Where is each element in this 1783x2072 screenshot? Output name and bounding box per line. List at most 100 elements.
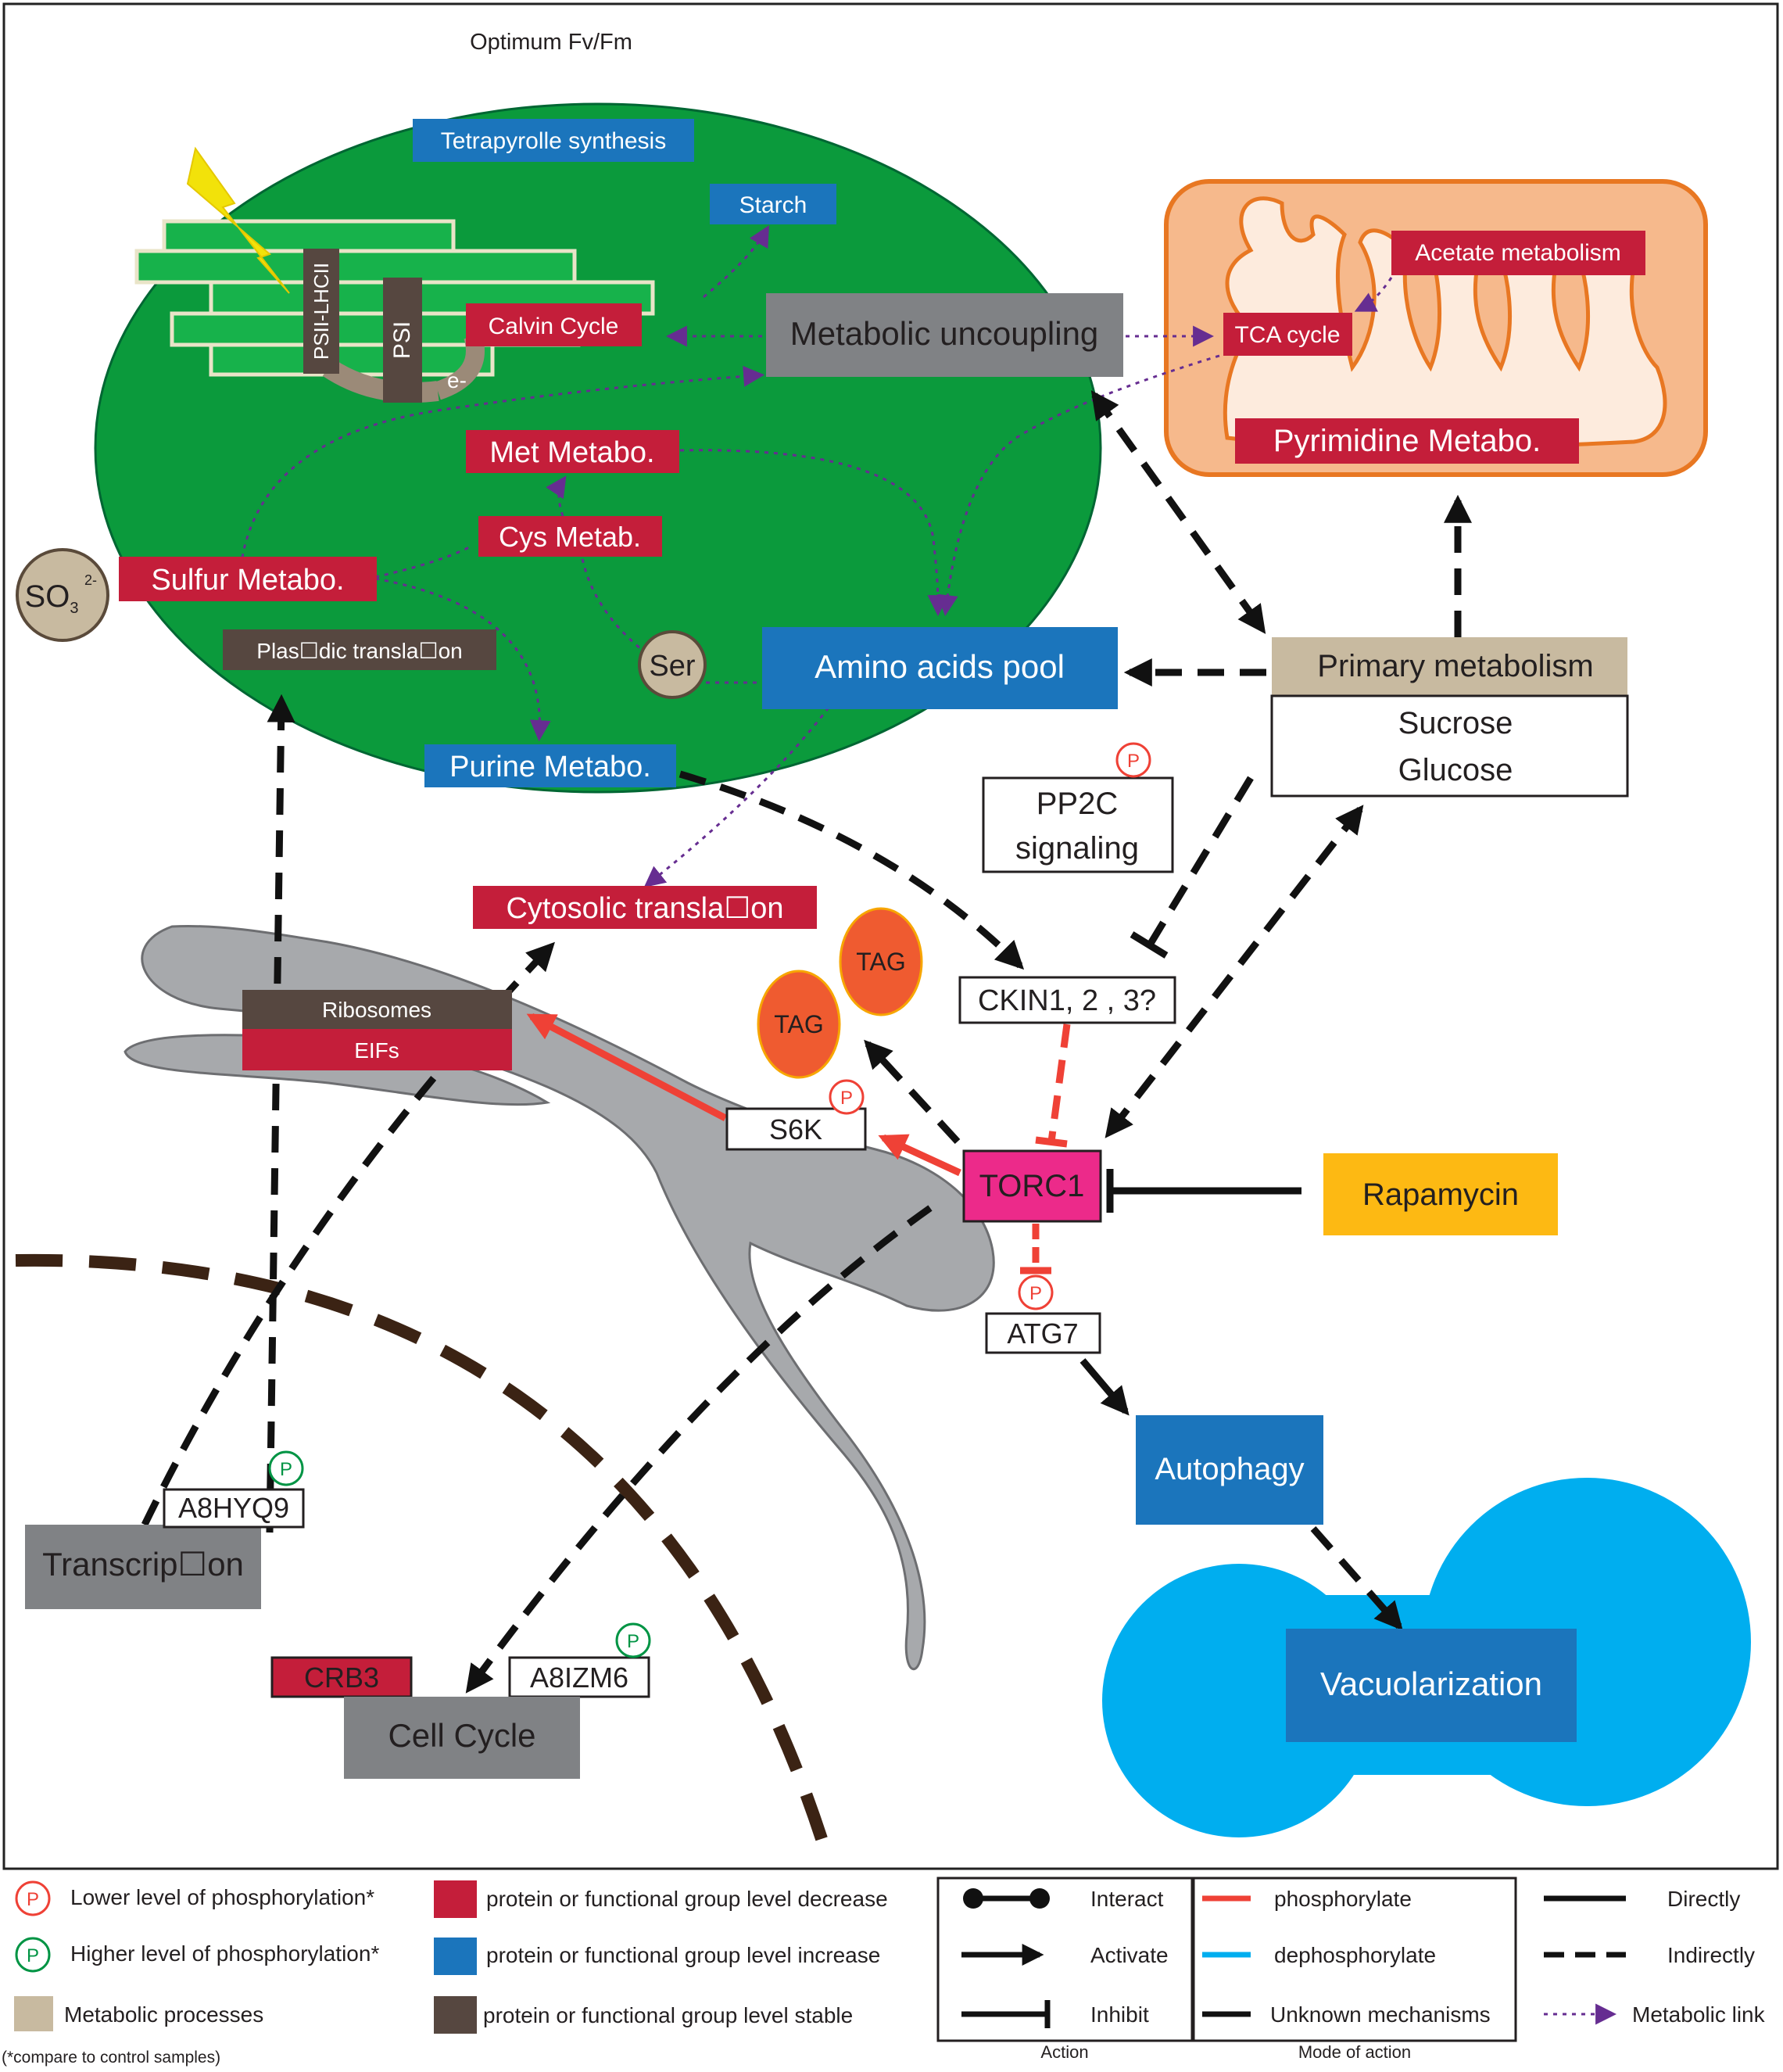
legend-lower-phospho-symbol: P (27, 1889, 39, 1910)
lightning-icon (186, 146, 290, 294)
pp2c-phospho-symbol: P (1127, 751, 1140, 772)
legend-inhibit-label: Inhibit (1090, 2002, 1149, 2027)
primary-metabolism-label: Primary metabolism (1317, 649, 1593, 683)
legend-interact-label: Interact (1090, 1887, 1164, 1911)
torc1-label: TORC1 (979, 1169, 1085, 1203)
calvin-cycle-label: Calvin Cycle (489, 314, 619, 339)
atg7-label: ATG7 (1007, 1317, 1078, 1350)
s6k-box (725, 1107, 867, 1151)
ribosomes-label: Ribosomes (322, 998, 431, 1022)
a8hyq9-label: A8HYQ9 (178, 1492, 289, 1524)
legend-directly-label: Directly (1667, 1887, 1740, 1911)
tag-droplet-lower (757, 970, 841, 1079)
legend-higher-phospho-symbol: P (27, 1945, 39, 1966)
pp2c-box (982, 776, 1174, 873)
legend-increase-label: protein or functional group level increa… (486, 1943, 880, 1967)
a8hyq9-phospho-higher (268, 1450, 304, 1486)
a8izm6-phospho-symbol: P (627, 1631, 639, 1652)
cytosolic-translation-label: Cytosolic transla☐on (506, 892, 783, 925)
pp2c-label-line1: PP2C (1037, 787, 1119, 821)
pp2c-label-line2: signaling (1015, 831, 1139, 866)
s6k-phospho-lower (829, 1079, 865, 1115)
transcription-box (25, 1525, 261, 1609)
calvin-cycle-box (466, 303, 642, 346)
met-metabo-label: Met Metabo. (489, 436, 654, 469)
glucose-label: Glucose (1398, 753, 1513, 787)
tag-label-lower: TAG (774, 1010, 823, 1038)
link-cys-to-ser (581, 558, 642, 651)
legend-higher-phospho-icon (15, 1937, 51, 1973)
s6k-to-ribosomes (526, 1013, 728, 1121)
autophagy-box (1136, 1415, 1323, 1525)
ser-label: Ser (649, 650, 695, 683)
acetate-box (1391, 231, 1645, 275)
starch-box (710, 184, 836, 224)
atg7-to-autophagy (1079, 1358, 1130, 1416)
a8hyq9-box (163, 1488, 305, 1529)
ribosomes-box (242, 990, 512, 1029)
legend-activate-label: Activate (1090, 1943, 1169, 1967)
vacuolarization-box (1286, 1629, 1577, 1742)
tetrapyrolle-box (413, 119, 694, 162)
purine-metabo-label: Purine Metabo. (449, 751, 651, 783)
transcription-label: Transcrip☐on (42, 1546, 244, 1583)
legend-increase-swatch (434, 1938, 477, 1975)
electron-label: e- (447, 368, 467, 393)
legend-lower-phospho-label: Lower level of phosphorylation* (70, 1885, 374, 1909)
a8izm6-label: A8IZM6 (530, 1662, 628, 1694)
autophagy-to-vacuolarization (1310, 1526, 1403, 1631)
legend-indirectly-label: Indirectly (1667, 1943, 1755, 1967)
crb3-label: CRB3 (304, 1662, 379, 1694)
psi-label: PSI (389, 321, 415, 359)
legend: P Lower level of phosphorylation* P High… (2, 1877, 1766, 2067)
ser-node (638, 630, 707, 699)
ckin-label: CKIN1, 2 , 3? (978, 984, 1156, 1017)
legend-metabolic-link-label: Metabolic link (1632, 2002, 1766, 2027)
tetrapyrolle-label: Tetrapyrolle synthesis (441, 128, 666, 154)
sulfur-metabo-label: Sulfur Metabo. (151, 564, 344, 597)
legend-unknown-label: Unknown mechanisms (1270, 2002, 1491, 2027)
autophagy-label: Autophagy (1155, 1452, 1304, 1486)
tag-droplet-upper (839, 907, 923, 1016)
s6k-phospho-symbol: P (840, 1088, 853, 1109)
met-metabo-box (466, 430, 679, 473)
sulfite-node (16, 548, 109, 642)
metabolic-links (239, 224, 1393, 888)
psii-lhcii-label: PSII-LHCII (310, 263, 333, 360)
transcription-to-plastidic (266, 694, 295, 1533)
torc1-to-cellcycle (465, 1205, 933, 1694)
purine-to-ckin (678, 770, 1025, 970)
sulfur-metabo-box (119, 557, 377, 601)
legend-decrease-label: protein or functional group level decrea… (486, 1887, 888, 1911)
link-amino-to-cytosolic (643, 707, 830, 888)
legend-stable-swatch (434, 1996, 477, 2034)
sugars-torc1-link (1105, 805, 1364, 1138)
link-sulfur-to-uncoupling (239, 365, 765, 568)
metabolic-uncoupling-label: Metabolic uncoupling (790, 315, 1099, 352)
legend-higher-phospho-label: Higher level of phosphorylation* (70, 1941, 379, 1966)
eifs-box (242, 1029, 512, 1070)
starch-label: Starch (739, 192, 807, 218)
acetate-label: Acetate metabolism (1415, 240, 1620, 266)
pyrimidine-box (1235, 418, 1579, 464)
ckin-inhibits-torc1 (1047, 1023, 1071, 1142)
endoplasmic-reticulum (141, 924, 995, 1670)
pyrimidine-label: Pyrimidine Metabo. (1273, 424, 1541, 458)
ckin-box (958, 976, 1176, 1024)
amino-acids-pool-label: Amino acids pool (815, 648, 1065, 685)
sulfite-charge: 2- (84, 572, 97, 588)
legend-mode-frame (1192, 1877, 1517, 2042)
atg7-phospho-symbol: P (1029, 1283, 1042, 1304)
amino-acids-pool-box (762, 627, 1118, 709)
psii-lhcii-complex (303, 249, 339, 374)
thylakoid-stacks (134, 219, 655, 377)
torc1-to-s6k (878, 1134, 961, 1177)
link-sulfur-to-cys (374, 546, 470, 579)
cytosolic-translation-box (473, 886, 817, 929)
cys-metab-box (478, 516, 662, 557)
tca-cycle-box (1223, 313, 1352, 356)
ckin-inhibit-bar (1130, 931, 1169, 959)
plastidic-translation-box (223, 629, 496, 670)
pp2c-phospho-lower (1115, 742, 1151, 778)
